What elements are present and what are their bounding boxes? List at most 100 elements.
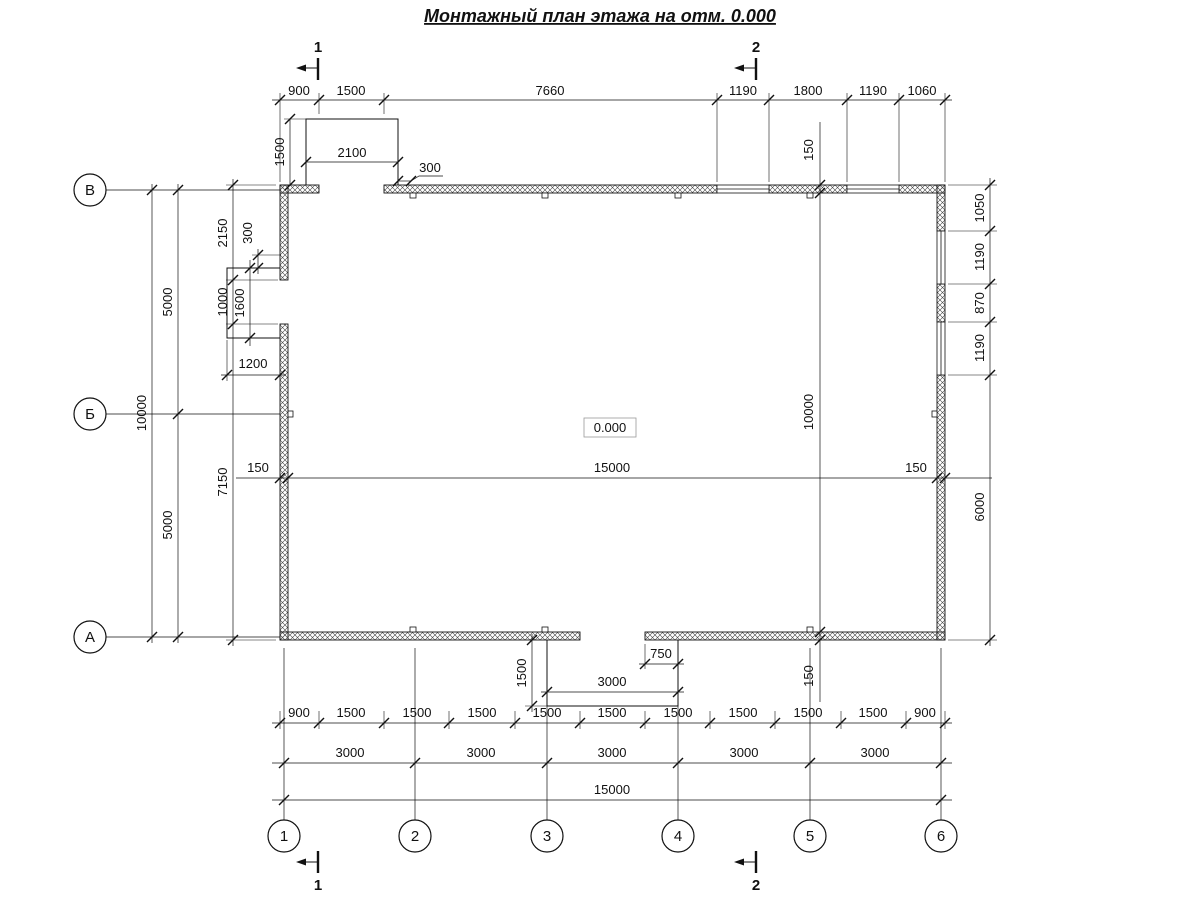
dim-label: 750 <box>650 646 672 661</box>
dimension-lines <box>151 99 992 801</box>
dim-label: 1500 <box>337 705 366 720</box>
axis-label-col: 6 <box>937 828 945 845</box>
dim-label: 10000 <box>801 394 816 430</box>
elevation-box <box>583 417 637 438</box>
top-porch-outline <box>305 118 399 185</box>
axis-label-row: Б <box>85 406 95 423</box>
axis-bubble-col <box>267 819 301 853</box>
dim-label: 2150 <box>215 219 230 248</box>
drawing-title: Монтажный план этажа на отм. 0.000 <box>424 6 776 26</box>
dim-label: 3000 <box>467 745 496 760</box>
left-landing-outline <box>226 267 280 339</box>
dim-label: 5000 <box>160 288 175 317</box>
axis-bubble-col <box>530 819 564 853</box>
axis-label-col: 4 <box>674 828 682 845</box>
section-mark-1-bottom <box>296 851 320 873</box>
wall-segment <box>768 184 848 194</box>
embedded-mark <box>806 626 814 633</box>
dim-label: 3000 <box>336 745 365 760</box>
dim-label: 1500 <box>337 83 366 98</box>
dim-label: 6000 <box>972 493 987 522</box>
dimension-labels: 900 1500 7660 1190 1800 1190 1060 2100 1… <box>134 83 987 797</box>
wall-segment <box>279 184 289 281</box>
dim-label: 1500 <box>664 705 693 720</box>
extension-lines <box>226 93 997 729</box>
dim-label: 1190 <box>972 334 987 362</box>
dim-label: 1500 <box>272 138 287 167</box>
dim-label: 150 <box>801 665 816 687</box>
dim-label: 1600 <box>232 289 247 318</box>
dim-label: 900 <box>914 705 936 720</box>
embedded-mark <box>287 410 294 418</box>
wall-segment <box>279 631 581 641</box>
dim-label: 1500 <box>468 705 497 720</box>
axis-label-row: В <box>85 182 95 199</box>
axis-bubble-col <box>793 819 827 853</box>
dim-label: 300 <box>240 222 255 244</box>
section-label-2-bottom: 2 <box>752 877 760 894</box>
dim-label: 900 <box>288 705 310 720</box>
axis-label-col: 5 <box>806 828 814 845</box>
dim-label: 15000 <box>594 782 630 797</box>
dim-label: 1500 <box>533 705 562 720</box>
axis-labels: В Б А 1 2 3 4 5 6 <box>85 182 945 845</box>
dim-label: 150 <box>905 460 927 475</box>
embedded-mark <box>541 626 549 633</box>
axis-bubble-col <box>398 819 432 853</box>
axis-bubble-col <box>661 819 695 853</box>
section-mark-2-bottom <box>734 851 758 873</box>
dim-label: 10000 <box>134 395 149 431</box>
dim-label: 1190 <box>972 243 987 271</box>
axis-label-col: 1 <box>280 828 288 845</box>
axis-grid <box>106 189 942 820</box>
embedded-mark <box>674 192 682 199</box>
dim-label: 1190 <box>729 83 757 98</box>
section-label-1-bottom: 1 <box>314 877 322 894</box>
dim-label: 3000 <box>598 674 627 689</box>
dim-label: 1050 <box>972 194 987 223</box>
section-label-2-top: 2 <box>752 39 760 56</box>
embedded-mark <box>409 192 417 199</box>
dim-label: 5000 <box>160 511 175 540</box>
dim-leader-top-300 <box>410 175 443 182</box>
dim-label: 1500 <box>794 705 823 720</box>
dim-label: 870 <box>972 292 987 314</box>
dim-label: 1190 <box>859 83 887 98</box>
wall-outline <box>279 184 946 641</box>
axis-bubble-col <box>924 819 958 853</box>
embedded-mark <box>806 192 814 199</box>
dim-label: 1200 <box>239 356 268 371</box>
section-mark-2-top <box>734 58 758 80</box>
axis-label-col: 2 <box>411 828 419 845</box>
dim-label: 3000 <box>861 745 890 760</box>
dim-label: 1060 <box>908 83 937 98</box>
section-label-1-top: 1 <box>314 39 322 56</box>
section-labels: 1 2 1 2 <box>314 39 760 894</box>
dim-label: 2100 <box>338 145 367 160</box>
dim-label: 150 <box>247 460 269 475</box>
window-symbols <box>716 184 946 376</box>
embedded-mark <box>541 192 549 199</box>
dim-label: 900 <box>288 83 310 98</box>
dim-label: 1500 <box>729 705 758 720</box>
axis-label-row: А <box>85 629 95 646</box>
dim-label: 150 <box>801 139 816 161</box>
embedded-marks <box>287 192 938 633</box>
dim-label: 7660 <box>536 83 565 98</box>
dim-label: 300 <box>419 160 441 175</box>
dim-label: 1000 <box>215 288 230 317</box>
wall-segment <box>936 283 946 323</box>
embedded-mark <box>931 410 938 418</box>
porch-outlines <box>226 118 679 707</box>
dim-label: 1500 <box>403 705 432 720</box>
wall-segment <box>936 184 946 232</box>
axis-circles <box>73 173 958 853</box>
axis-bubble-row <box>73 620 107 654</box>
wall-segment <box>644 631 946 641</box>
dim-label: 3000 <box>730 745 759 760</box>
elevation-value: 0.000 <box>594 420 627 435</box>
dimension-ticks <box>146 94 996 806</box>
dim-label: 1500 <box>859 705 888 720</box>
